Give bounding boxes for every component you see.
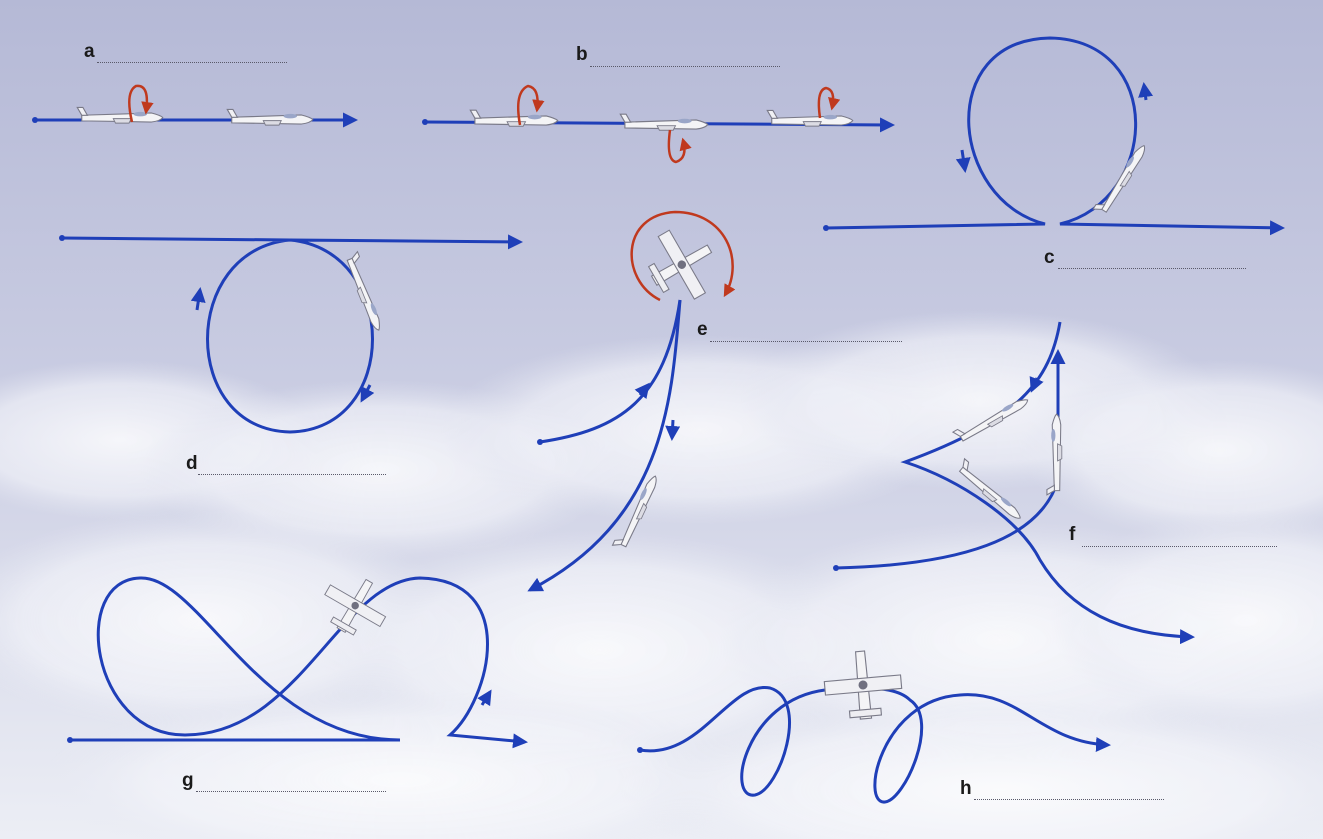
answer-line-b[interactable] xyxy=(590,66,780,67)
label-g: g xyxy=(182,771,194,790)
label-h: h xyxy=(960,779,972,798)
clouds xyxy=(0,310,1323,839)
label-a: a xyxy=(84,42,95,61)
answer-line-e[interactable] xyxy=(710,341,902,342)
answer-line-c[interactable] xyxy=(1058,268,1246,269)
label-b: b xyxy=(576,45,588,64)
answer-line-a[interactable] xyxy=(97,62,287,63)
label-c: c xyxy=(1044,248,1055,267)
label-e: e xyxy=(697,320,708,339)
label-f: f xyxy=(1069,525,1075,544)
answer-line-g[interactable] xyxy=(196,791,386,792)
answer-line-d[interactable] xyxy=(198,474,386,475)
label-d: d xyxy=(186,454,198,473)
answer-line-h[interactable] xyxy=(974,799,1164,800)
answer-line-f[interactable] xyxy=(1082,546,1277,547)
